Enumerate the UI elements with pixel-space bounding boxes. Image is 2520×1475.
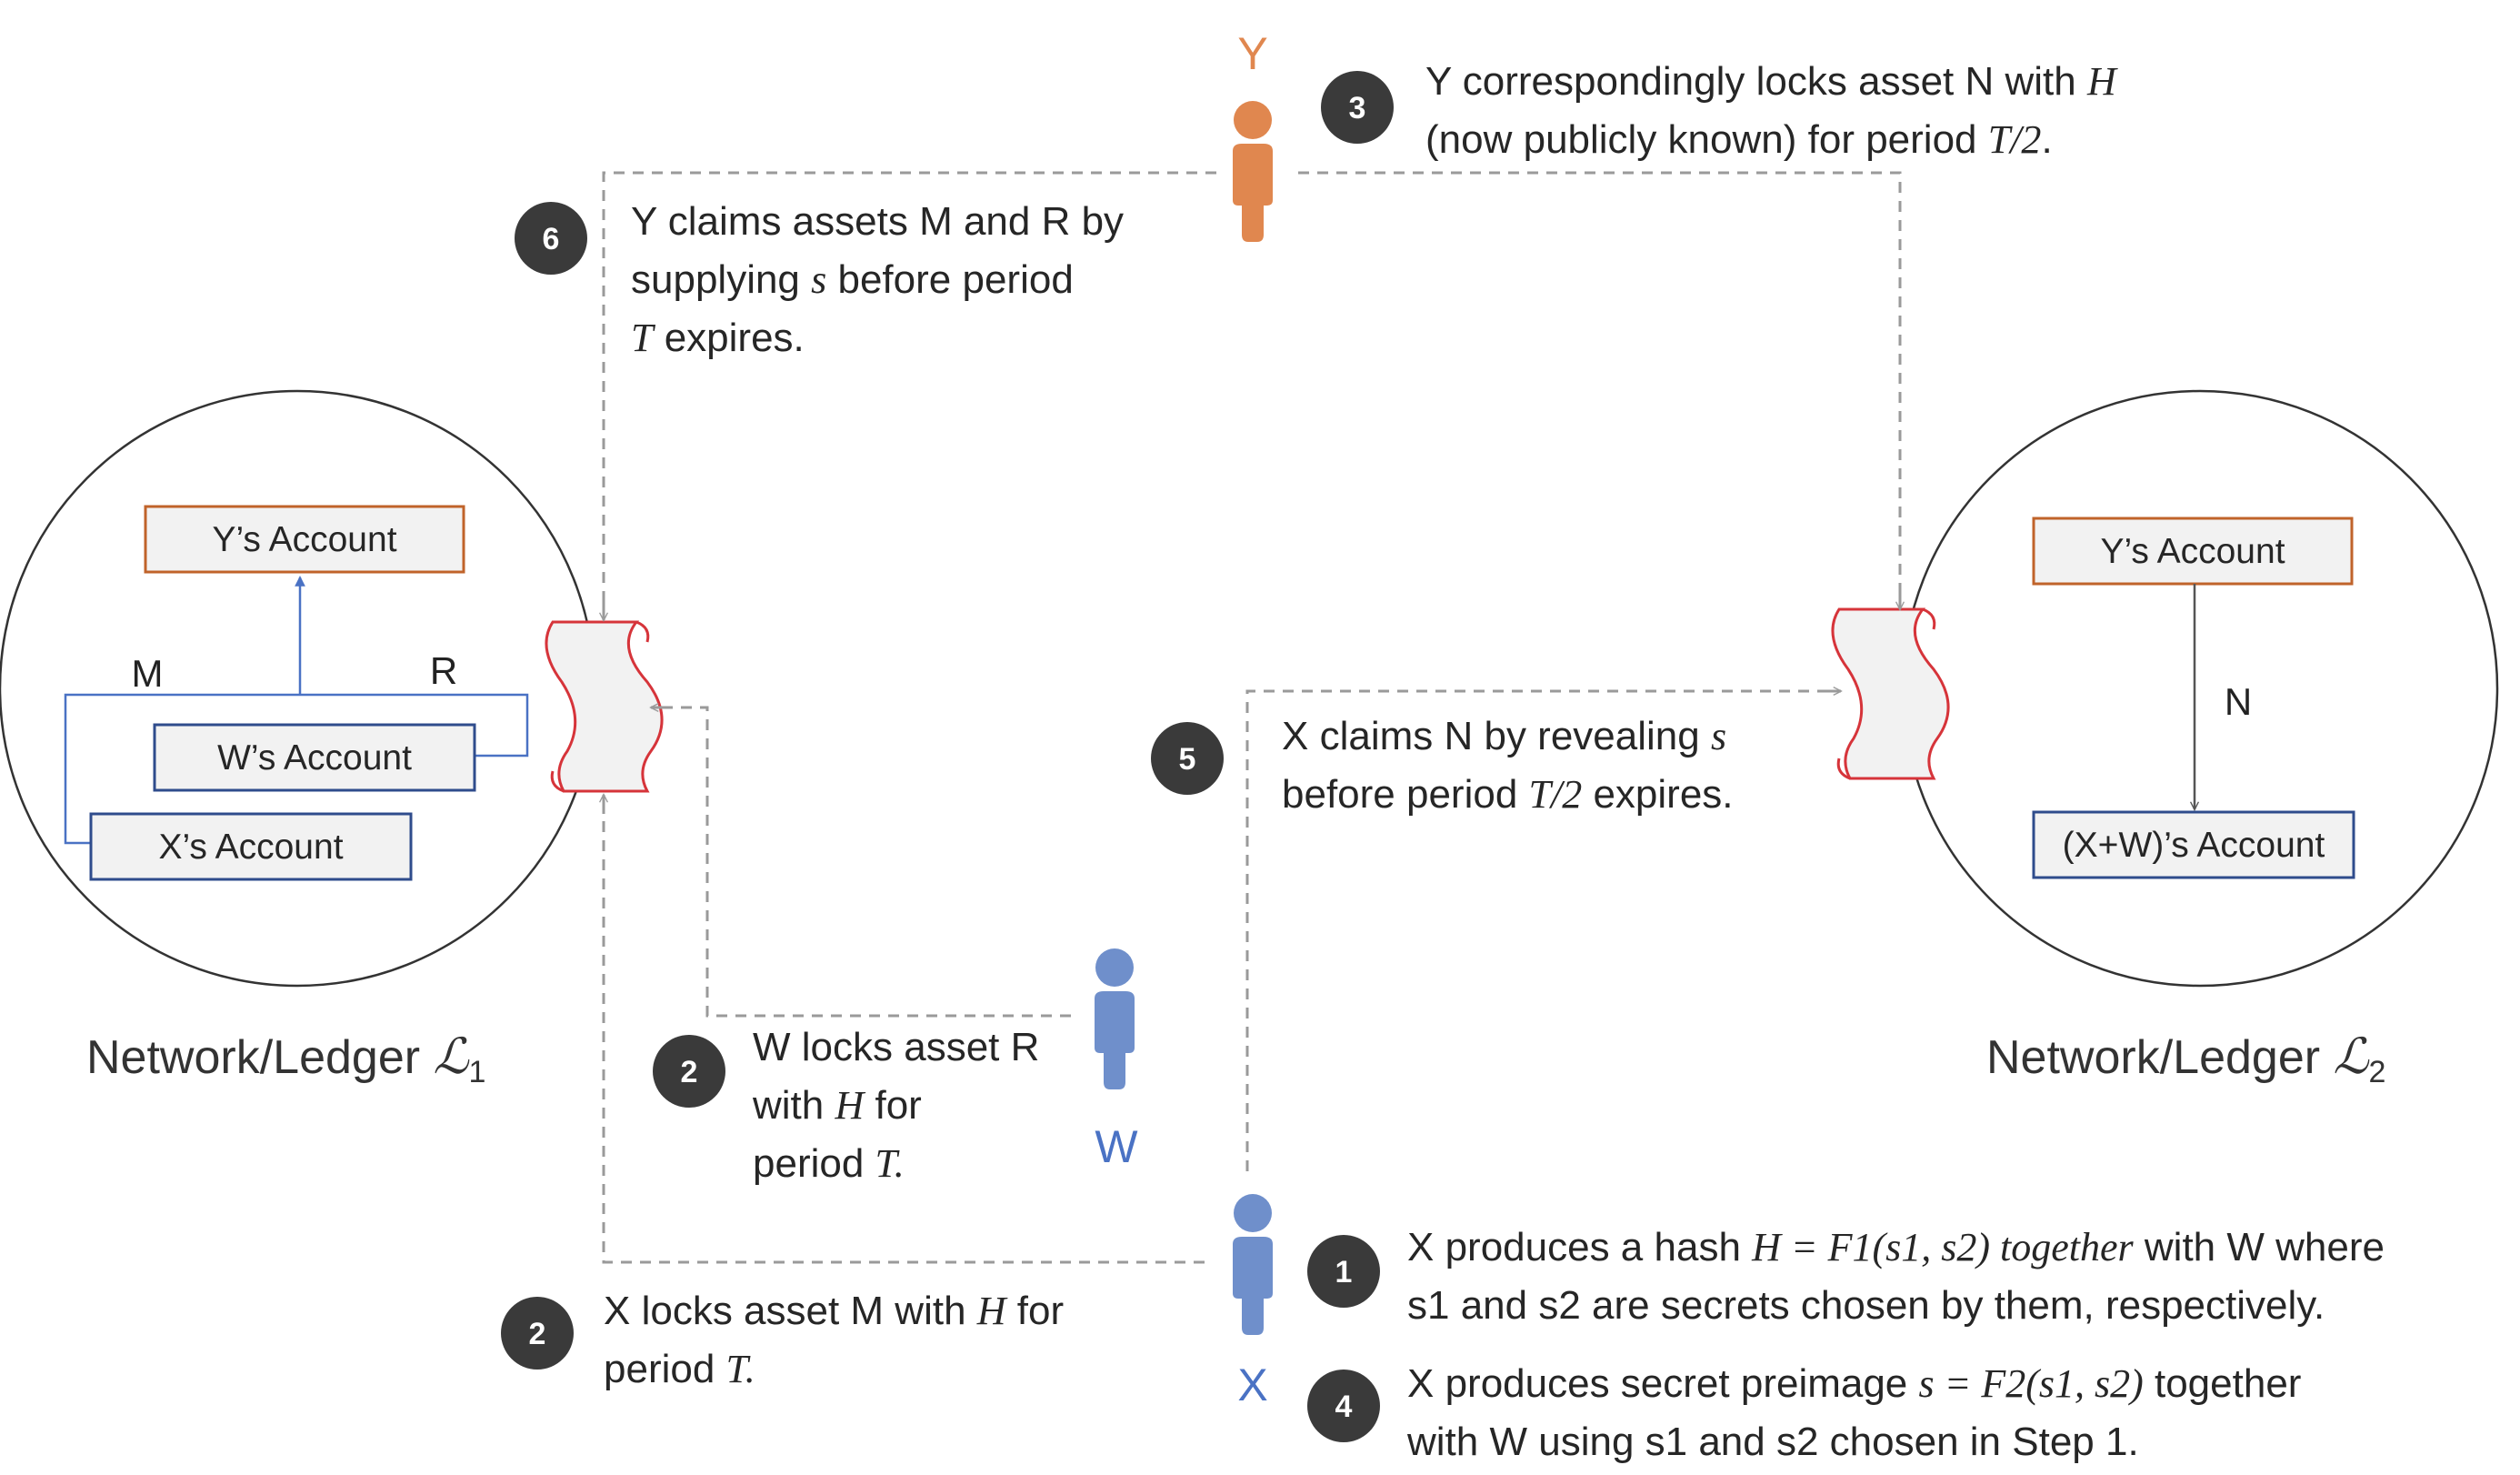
l2-y-account-label: Y’s Account bbox=[2100, 532, 2285, 571]
step-5-line-2: before period T/2 expires. bbox=[1282, 772, 1734, 817]
step-2-x-number: 2 bbox=[529, 1317, 546, 1351]
actor-y-label: Y bbox=[1237, 28, 1267, 79]
step-2-w-line-1: W locks asset R bbox=[753, 1025, 1039, 1069]
l2-xw-account: (X+W)’s Account bbox=[2032, 810, 2355, 879]
step-4-number: 4 bbox=[1335, 1390, 1353, 1424]
step-6-badge bbox=[515, 202, 587, 275]
flow-y-to-l1 bbox=[602, 171, 1216, 615]
edge-label-m: M bbox=[132, 652, 164, 695]
step-5-line-1: X claims N by revealing s bbox=[1282, 714, 1726, 758]
step-2-x-line-2: period T. bbox=[604, 1347, 755, 1391]
step-2-x-badge bbox=[501, 1297, 574, 1370]
step-6-line-1: Y claims assets M and R by bbox=[631, 199, 1124, 244]
actor-x: X bbox=[1233, 1194, 1273, 1410]
step-3-number: 3 bbox=[1349, 91, 1366, 125]
step-4: 4 X produces secret preimage s = F2(s1, … bbox=[1307, 1361, 2301, 1464]
step-3: 3 Y correspondingly locks asset N with H… bbox=[1321, 59, 2118, 162]
step-1-line-2: s1 and s2 are secrets chosen by them, re… bbox=[1407, 1283, 2325, 1328]
l2-contract-scroll-icon bbox=[1831, 607, 1950, 780]
step-4-line-2: with W using s1 and s2 chosen in Step 1. bbox=[1406, 1420, 2139, 1464]
step-2-x-line-1: X locks asset M with H for bbox=[604, 1289, 1064, 1333]
ledger-1-caption: Network/Ledger ℒ1 bbox=[86, 1029, 485, 1089]
l2-y-account: Y’s Account bbox=[2032, 517, 2354, 586]
edge-label-r: R bbox=[430, 649, 457, 692]
person-y-icon bbox=[1233, 101, 1273, 242]
step-4-badge bbox=[1307, 1370, 1380, 1442]
actor-y: Y bbox=[1233, 28, 1273, 242]
step-3-line-2: (now publicly known) for period T/2. bbox=[1425, 117, 2053, 162]
l1-x-account: X’s Account bbox=[89, 812, 413, 881]
step-5-badge bbox=[1151, 722, 1224, 795]
l1-y-account-label: Y’s Account bbox=[212, 520, 396, 559]
step-2-w-line-3: period T. bbox=[753, 1141, 905, 1186]
step-1-number: 1 bbox=[1335, 1255, 1353, 1289]
l1-contract-scroll-icon bbox=[545, 620, 664, 793]
edge-label-n: N bbox=[2225, 680, 2252, 723]
step-1: 1 X produces a hash H = F1(s1, s2) toget… bbox=[1307, 1225, 2385, 1328]
step-3-badge bbox=[1321, 71, 1394, 144]
flow-w-to-l1 bbox=[664, 706, 1071, 1018]
l1-w-account-label: W’s Account bbox=[217, 738, 412, 778]
flow-y-to-l2 bbox=[1298, 171, 1902, 605]
step-2-w-number: 2 bbox=[681, 1055, 698, 1089]
step-2-w-line-2: with H for bbox=[752, 1083, 922, 1128]
ledger-2-caption: Network/Ledger ℒ2 bbox=[1986, 1029, 2385, 1089]
step-2-x: 2 X locks asset M with H for period T. bbox=[501, 1289, 1064, 1391]
step-6-line-3: T expires. bbox=[631, 316, 805, 360]
step-1-line-1: X produces a hash H = F1(s1, s2) togethe… bbox=[1407, 1225, 2385, 1269]
step-6-line-2: supplying s before period bbox=[631, 257, 1074, 302]
flow-x-to-l1 bbox=[602, 805, 1205, 1264]
actor-w: W bbox=[1095, 948, 1138, 1172]
ledger-1-circle bbox=[0, 389, 596, 988]
step-5-number: 5 bbox=[1179, 742, 1196, 777]
step-6-number: 6 bbox=[543, 222, 560, 256]
step-2-w-badge bbox=[653, 1035, 725, 1108]
l2-xw-account-label: (X+W)’s Account bbox=[2063, 826, 2325, 865]
ledger-2-circle bbox=[1901, 389, 2499, 988]
l1-x-account-label: X’s Account bbox=[158, 828, 343, 867]
step-3-line-1: Y correspondingly locks asset N with H bbox=[1425, 59, 2118, 104]
l1-w-account: W’s Account bbox=[153, 723, 476, 792]
flow-x-to-l2 bbox=[1245, 689, 1827, 1171]
person-w-icon bbox=[1095, 948, 1135, 1089]
step-4-line-1: X produces secret preimage s = F2(s1, s2… bbox=[1407, 1361, 2301, 1406]
step-1-badge bbox=[1307, 1235, 1380, 1308]
l1-y-account: Y’s Account bbox=[144, 505, 465, 574]
actor-w-label: W bbox=[1095, 1121, 1138, 1172]
actor-x-label: X bbox=[1237, 1360, 1267, 1410]
person-x-icon bbox=[1233, 1194, 1273, 1335]
m-connector bbox=[64, 693, 529, 845]
step-2-w: 2 W locks asset R with H for period T. bbox=[653, 1025, 1039, 1186]
step-5: 5 X claims N by revealing s before perio… bbox=[1151, 714, 1734, 817]
step-6: 6 Y claims assets M and R by supplying s… bbox=[515, 199, 1124, 360]
